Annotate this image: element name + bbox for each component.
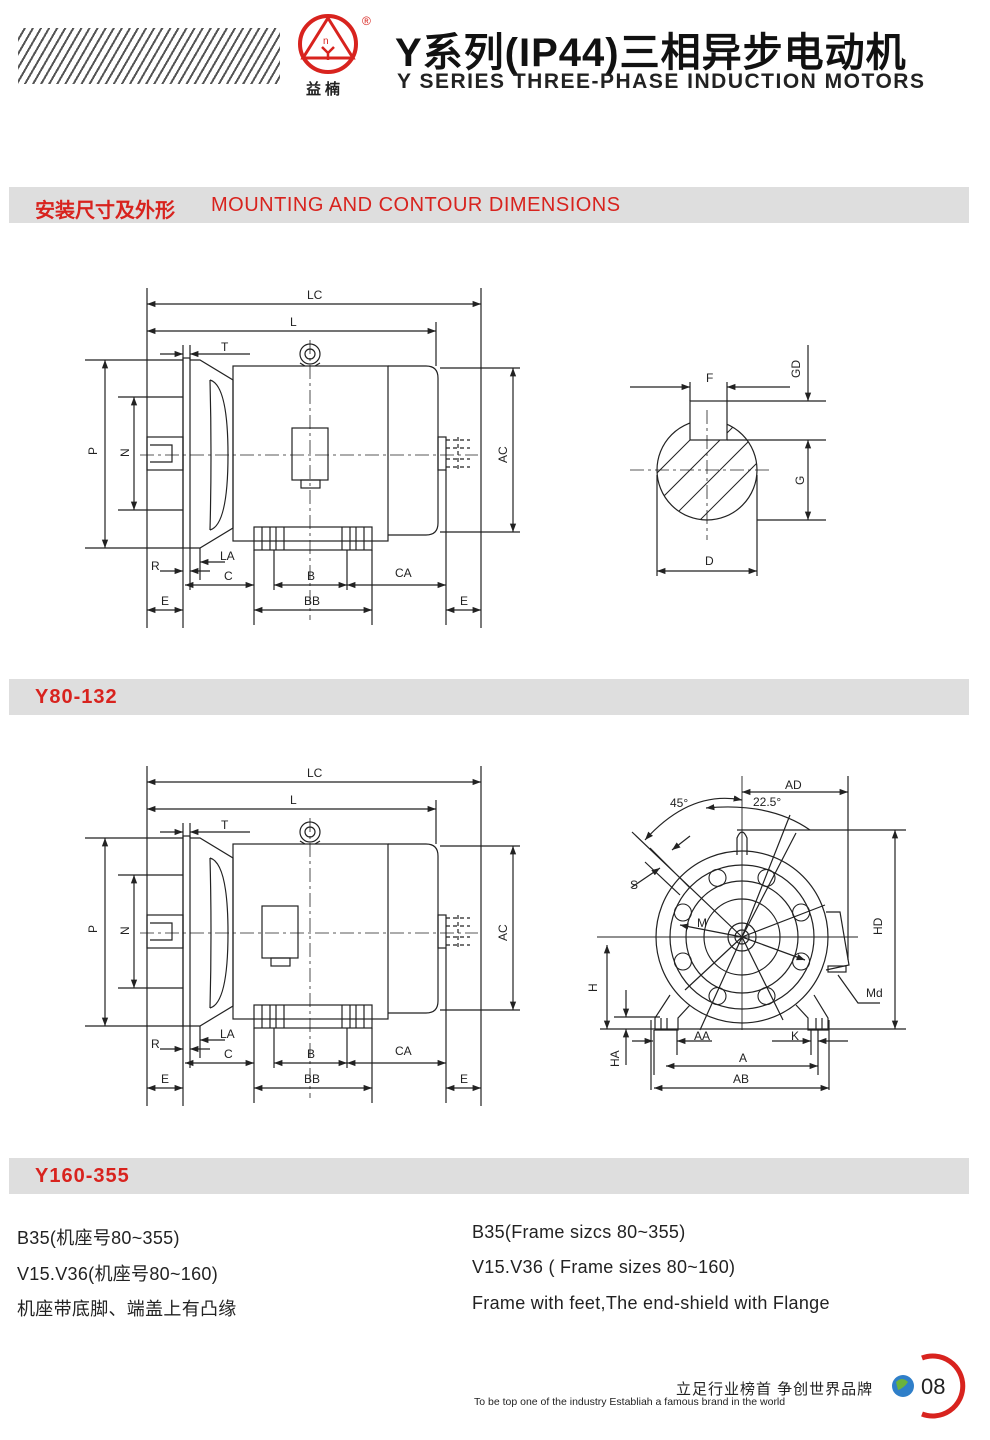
shaft-section-drawing (630, 345, 826, 576)
svg-text:®: ® (362, 14, 371, 28)
dim-label-Md: Md (866, 986, 883, 1000)
dim-label-R: R (151, 1037, 160, 1051)
dim-label-CA: CA (395, 1044, 412, 1058)
dim-label-E: E (161, 594, 169, 608)
note-right-2: V15.V36 ( Frame sizes 80~160) (472, 1257, 736, 1277)
dim-label-AC: AC (496, 446, 510, 463)
bolt-hole (792, 903, 811, 922)
dim-label-C: C (224, 1047, 233, 1061)
dim-label-AA: AA (694, 1029, 710, 1043)
dim-label-CA: CA (395, 566, 412, 580)
section-header-model-1: Y80-132 (9, 679, 969, 715)
decorative-hatch (18, 28, 280, 84)
bolt-hole (708, 868, 727, 887)
dim-label-S: S (630, 878, 638, 892)
dim-label-E: E (460, 1072, 468, 1086)
model-label: Y160-355 (35, 1165, 130, 1187)
dim-label-G: G (793, 476, 807, 485)
end-view-drawing (597, 776, 906, 1092)
angle-label-45: 45° (670, 796, 688, 810)
note-left-2: V15.V36(机座号80~160) (17, 1264, 219, 1284)
section-header-mounting: 安装尺寸及外形 MOUNTING AND CONTOUR DIMENSIONS (9, 187, 969, 223)
dim-label-AB: AB (733, 1072, 749, 1086)
dim-label-N: N (118, 926, 132, 935)
note-left-3: 机座带底脚、端盖上有凸缘 (17, 1299, 237, 1319)
page-subtitle: Y SERIES THREE-PHASE INDUCTION MOTORS (397, 70, 926, 93)
dim-label-M: M (697, 916, 707, 930)
bolt-hole (708, 987, 727, 1006)
bolt-hole (757, 868, 776, 887)
dim-label-LC: LC (307, 288, 323, 302)
slogan-en: To be top one of the industry Establiah … (474, 1396, 786, 1408)
dim-label-HA: HA (608, 1050, 622, 1067)
bolt-hole (673, 952, 692, 971)
page-badge (892, 1353, 966, 1419)
dim-label-T: T (221, 340, 229, 354)
dim-label-LA: LA (220, 549, 235, 563)
dim-label-B: B (307, 1047, 315, 1061)
dim-label-GD: GD (789, 360, 803, 378)
dim-label-AC: AC (496, 924, 510, 941)
slogan-cn: 立足行业榜首 争创世界品牌 (676, 1381, 874, 1398)
svg-text:n: n (323, 36, 329, 47)
side-view-drawing-2: LC L T P N AC LA R C B CA E BB E (85, 766, 520, 1106)
dim-label-A: A (739, 1051, 747, 1065)
dim-label-BB: BB (304, 594, 320, 608)
dim-label-C: C (224, 569, 233, 583)
angle-label-22-5: 22.5° (753, 795, 781, 809)
dim-label-T: T (221, 818, 229, 832)
dim-label-AD: AD (785, 778, 802, 792)
dim-label-HD: HD (871, 917, 885, 935)
dim-label-L: L (290, 315, 297, 329)
model-label: Y80-132 (35, 686, 118, 708)
brand-logo: n ® (298, 14, 371, 74)
bolt-hole (757, 987, 776, 1006)
dim-label-K: K (791, 1029, 799, 1043)
dim-label-D: D (705, 554, 714, 568)
page-number: 08 (921, 1374, 946, 1399)
dim-label-B: B (307, 569, 315, 583)
dim-label-R: R (151, 559, 160, 573)
dim-label-LC: LC (307, 766, 323, 780)
logo-text: 益楠 (306, 80, 345, 98)
dim-label-F: F (706, 371, 713, 385)
dim-label-P: P (86, 447, 100, 455)
dim-label-P: P (86, 925, 100, 933)
red-arc-decoration (921, 1353, 966, 1419)
dim-label-H: H (586, 983, 600, 992)
note-right-1: B35(Frame sizcs 80~355) (472, 1222, 686, 1242)
section-header-model-2: Y160-355 (9, 1158, 969, 1194)
dim-label-E: E (460, 594, 468, 608)
side-view-drawing-1: LC L T P N AC LA R C B CA E BB E (85, 288, 520, 628)
dim-label-BB: BB (304, 1072, 320, 1086)
note-left-1: B35(机座号80~355) (17, 1228, 180, 1248)
page-title: Y系列(IP44)三相异步电动机 (395, 31, 907, 75)
bolt-hole (792, 952, 811, 971)
dim-label-E: E (161, 1072, 169, 1086)
bolt-hole (673, 903, 692, 922)
note-right-3: Frame with feet,The end-shield with Flan… (472, 1293, 830, 1313)
dim-label-L: L (290, 793, 297, 807)
dim-label-LA: LA (220, 1027, 235, 1041)
section-title-en: MOUNTING AND CONTOUR DIMENSIONS (211, 194, 621, 216)
dim-label-N: N (118, 448, 132, 457)
section-title-cn: 安装尺寸及外形 (35, 200, 175, 222)
